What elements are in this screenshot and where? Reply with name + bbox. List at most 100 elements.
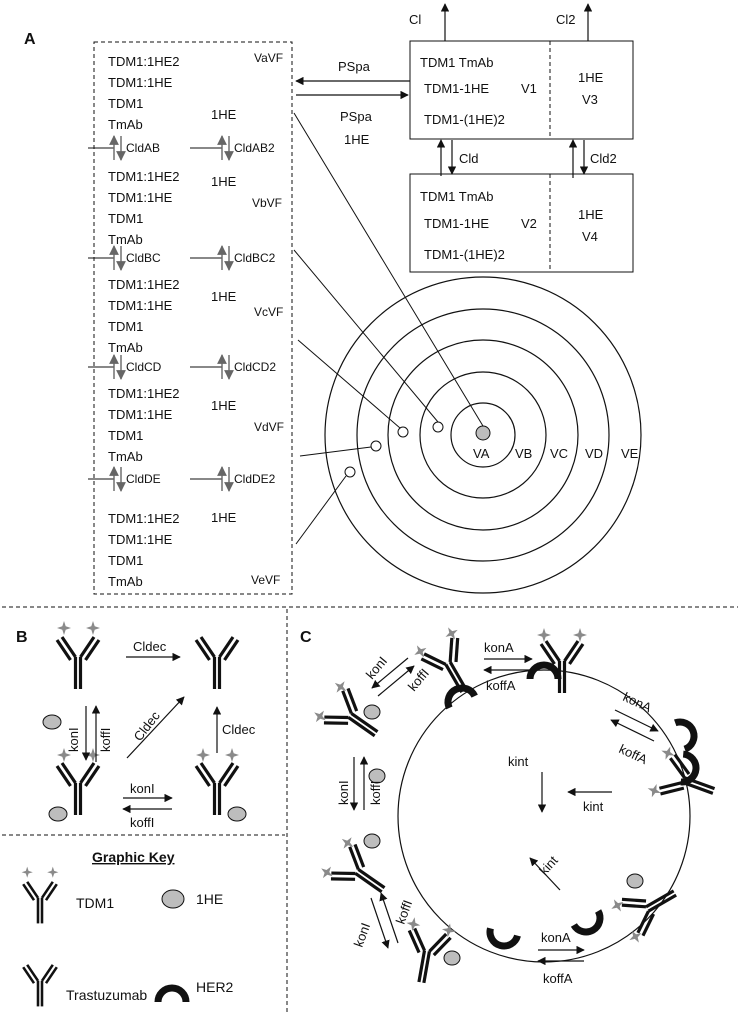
ring-label-vd: VD bbox=[585, 446, 603, 461]
species-label: TDM1:1HE2 bbox=[108, 511, 180, 526]
central-species-3: TDM1-(1HE)2 bbox=[424, 112, 505, 127]
b-cldec-top: Cldec bbox=[133, 639, 167, 654]
key-tdm1: TDM1 bbox=[76, 895, 114, 911]
ring-label-ve: VE bbox=[621, 446, 639, 461]
transfer-label: CldCD bbox=[126, 360, 162, 374]
species-label: TDM1 bbox=[108, 553, 143, 568]
species-label: TmAb bbox=[108, 117, 143, 132]
pspa-bottom-label-1: PSpa bbox=[340, 109, 373, 124]
species-label: TmAb bbox=[108, 574, 143, 589]
c-kint-bottom: kint bbox=[536, 853, 561, 878]
cl-label: Cl bbox=[409, 12, 421, 27]
transfer-label: CldBC bbox=[126, 251, 161, 265]
c-kint-top: kint bbox=[508, 754, 529, 769]
species-label: TDM1:1HE2 bbox=[108, 386, 180, 401]
c-kint-right: kint bbox=[583, 799, 604, 814]
species-label: TDM1 bbox=[108, 428, 143, 443]
peripheral-species-1: TDM1 TmAb bbox=[420, 189, 493, 204]
panel-label-b: B bbox=[16, 629, 28, 646]
panel-b-scheme bbox=[42, 621, 247, 822]
graphic-key: Graphic Key TDM1 1HE Trastuzumab HER2 bbox=[21, 849, 234, 1008]
b-koff-horizontal: koffI bbox=[130, 815, 154, 830]
c-kona-right: konA bbox=[621, 689, 654, 715]
transfer-label: CldDE bbox=[126, 472, 161, 486]
compartment-blocks: TDM1:1HE2TDM1:1HETDM1TmAb1HEVaVFTDM1:1HE… bbox=[108, 51, 284, 589]
species-label: TmAb bbox=[108, 449, 143, 464]
cld2-label: Cld2 bbox=[590, 151, 617, 166]
pspa-bottom-label-2: 1HE bbox=[344, 132, 370, 147]
transfer-label-he: CldBC2 bbox=[234, 251, 276, 265]
volume-label: VeVF bbox=[251, 573, 280, 587]
peripheral-compartment: TDM1 TmAb TDM1-1HE TDM1-(1HE)2 V2 1HE V4 bbox=[409, 173, 634, 273]
b-kon: konI bbox=[66, 727, 81, 752]
volume-label: VcVF bbox=[254, 305, 283, 319]
species-label: TDM1 bbox=[108, 96, 143, 111]
peripheral-free-he: 1HE bbox=[578, 207, 604, 222]
volume-label: VbVF bbox=[252, 196, 282, 210]
ring-label-vc: VC bbox=[550, 446, 568, 461]
cl2-label: Cl2 bbox=[556, 12, 576, 27]
free-he-label: 1HE bbox=[211, 174, 237, 189]
species-label: TmAb bbox=[108, 340, 143, 355]
key-he: 1HE bbox=[196, 891, 223, 907]
species-label: TDM1:1HE bbox=[108, 407, 173, 422]
species-label: TDM1:1HE bbox=[108, 190, 173, 205]
ring-label-vb: VB bbox=[515, 446, 532, 461]
key-trastuzumab: Trastuzumab bbox=[66, 987, 147, 1003]
b-cldec-diag: Cldec bbox=[131, 708, 164, 744]
species-label: TDM1:1HE2 bbox=[108, 169, 180, 184]
c-koffi-mid: koffI bbox=[368, 781, 383, 805]
c-koffa-bottom: koffA bbox=[543, 971, 573, 986]
c-koni-bottom: konI bbox=[351, 921, 374, 949]
peripheral-species-2: TDM1-1HE bbox=[424, 216, 489, 231]
compartment-connectors bbox=[293, 112, 484, 545]
species-label: TDM1:1HE2 bbox=[108, 277, 180, 292]
peripheral-volume: V2 bbox=[521, 216, 537, 231]
transfer-label: CldAB bbox=[126, 141, 160, 155]
volume-label: VdVF bbox=[254, 420, 284, 434]
central-volume-he: V3 bbox=[582, 92, 598, 107]
panel-label-c: C bbox=[300, 629, 312, 646]
peripheral-volume-he: V4 bbox=[582, 229, 598, 244]
interstitial-compartment-frame bbox=[93, 41, 293, 595]
b-kon-horizontal: konI bbox=[130, 781, 155, 796]
c-koni-top: konI bbox=[363, 653, 390, 681]
c-kona-bottom: konA bbox=[541, 930, 571, 945]
central-volume: V1 bbox=[521, 81, 537, 96]
c-koffa-top: koffA bbox=[486, 678, 516, 693]
free-he-label: 1HE bbox=[211, 510, 237, 525]
c-koni-mid: konI bbox=[336, 780, 351, 805]
panel-c-cell bbox=[310, 623, 723, 988]
b-cldec-right: Cldec bbox=[222, 722, 256, 737]
species-label: TDM1:1HE bbox=[108, 75, 173, 90]
c-koffi-bottom: koffI bbox=[393, 898, 415, 926]
species-label: TDM1 bbox=[108, 211, 143, 226]
species-label: TDM1 bbox=[108, 319, 143, 334]
key-title: Graphic Key bbox=[92, 849, 175, 865]
pspa-top-label: PSpa bbox=[338, 59, 371, 74]
tumor-rings: VA VB VC VD VE bbox=[324, 276, 642, 594]
c-kona-top: konA bbox=[484, 640, 514, 655]
transfer-label-he: CldCD2 bbox=[234, 360, 276, 374]
transfer-label-he: CldDE2 bbox=[234, 472, 276, 486]
key-her2: HER2 bbox=[196, 979, 234, 995]
species-label: TDM1:1HE2 bbox=[108, 54, 180, 69]
free-he-label: 1HE bbox=[211, 289, 237, 304]
species-label: TmAb bbox=[108, 232, 143, 247]
panel-label-a: A bbox=[24, 31, 36, 48]
volume-label: VaVF bbox=[254, 51, 283, 65]
species-label: TDM1:1HE bbox=[108, 298, 173, 313]
c-koffa-right: koffA bbox=[617, 741, 650, 767]
free-he-label: 1HE bbox=[211, 107, 237, 122]
cld-label: Cld bbox=[459, 151, 479, 166]
central-compartment: TDM1 TmAb TDM1-1HE TDM1-(1HE)2 V1 1HE V3 bbox=[409, 40, 634, 140]
free-he-label: 1HE bbox=[211, 398, 237, 413]
central-species-2: TDM1-1HE bbox=[424, 81, 489, 96]
central-free-he: 1HE bbox=[578, 70, 604, 85]
transfer-label-he: CldAB2 bbox=[234, 141, 275, 155]
central-species-1: TDM1 TmAb bbox=[420, 55, 493, 70]
ring-label-va: VA bbox=[473, 446, 490, 461]
peripheral-species-3: TDM1-(1HE)2 bbox=[424, 247, 505, 262]
